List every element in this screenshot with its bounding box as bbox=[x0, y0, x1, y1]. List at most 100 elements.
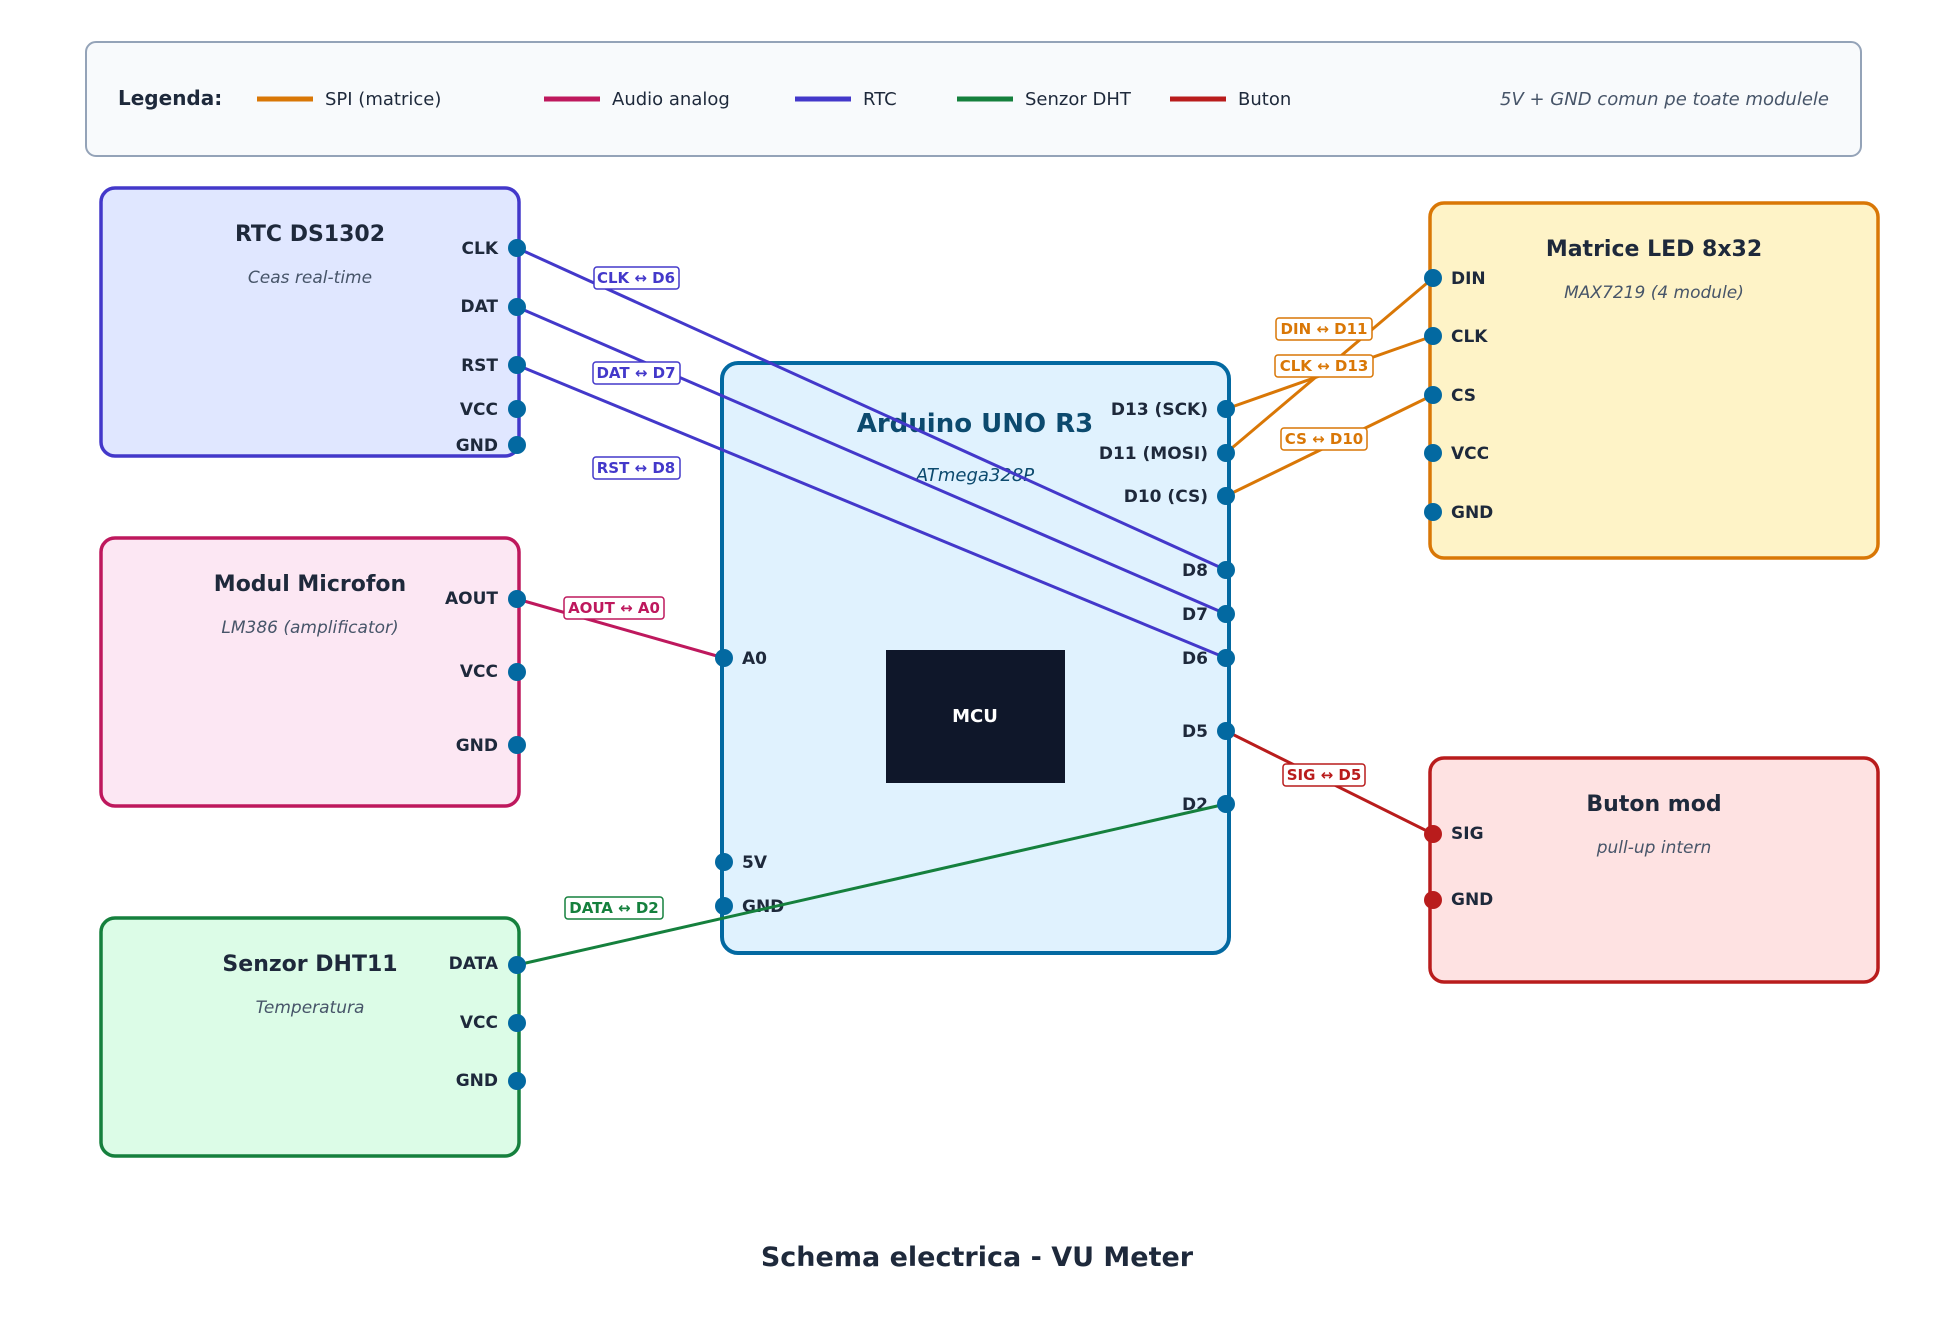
arduino-pin-5v-label: 5V bbox=[742, 853, 768, 873]
rtc-pin-vcc[interactable] bbox=[508, 400, 526, 418]
arduino-pin-d8[interactable] bbox=[1217, 561, 1235, 579]
button-pin-gnd[interactable] bbox=[1424, 891, 1442, 909]
mic-pin-vcc-label: VCC bbox=[460, 662, 498, 682]
dht-module-box bbox=[99, 916, 521, 1158]
wire-label-rst-d8: RST ↔ D8 bbox=[597, 459, 676, 477]
wire-label-aout-a0: AOUT ↔ A0 bbox=[568, 599, 660, 617]
wire-label-dat-d7-box bbox=[592, 361, 681, 385]
button-module-subtitle: pull-up intern bbox=[1596, 838, 1712, 858]
mic-pin-aout[interactable] bbox=[508, 590, 526, 608]
arduino-pin-d10-label: D10 (CS) bbox=[1124, 487, 1208, 507]
rtc-pin-dat[interactable] bbox=[508, 298, 526, 316]
arduino-pin-d2[interactable] bbox=[1217, 795, 1235, 813]
button-module-box bbox=[1428, 756, 1880, 984]
arduino-pin-d10[interactable] bbox=[1217, 487, 1235, 505]
dht-pin-data[interactable] bbox=[508, 956, 526, 974]
arduino-pin-d11[interactable] bbox=[1217, 444, 1235, 462]
arduino-pin-d7[interactable] bbox=[1217, 605, 1235, 623]
dht-pin-data-label: DATA bbox=[449, 954, 499, 974]
legend-note: 5V + GND comun pe toate modulele bbox=[1500, 89, 1829, 110]
mic-pin-vcc[interactable] bbox=[508, 663, 526, 681]
button-module: Buton mod pull-up intern SIG GND bbox=[1428, 756, 1880, 984]
mic-pin-aout-label: AOUT bbox=[445, 589, 498, 609]
arduino-pin-d5[interactable] bbox=[1217, 722, 1235, 740]
wire-label-sig-d5: SIG ↔ D5 bbox=[1287, 766, 1362, 784]
led-matrix-box bbox=[1428, 201, 1880, 560]
arduino-title: Arduino UNO R3 bbox=[857, 409, 1094, 439]
matrix-pin-vcc-label: VCC bbox=[1451, 444, 1489, 464]
arduino-pin-d7-label: D7 bbox=[1182, 605, 1208, 625]
arduino-pin-d6[interactable] bbox=[1217, 649, 1235, 667]
wire-label-sig-d5-box bbox=[1282, 763, 1366, 787]
arduino-pin-d11-label: D11 (MOSI) bbox=[1099, 444, 1208, 464]
mic-module-subtitle: LM386 (amplificator) bbox=[221, 618, 398, 638]
arduino-board: Arduino UNO R3 ATmega328P MCU D13 (SCK) … bbox=[720, 361, 1231, 955]
legend-label-spi: SPI (matrice) bbox=[325, 89, 441, 110]
led-matrix-module: Matrice LED 8x32 MAX7219 (4 module) DIN … bbox=[1428, 201, 1880, 560]
dht-pin-gnd[interactable] bbox=[508, 1072, 526, 1090]
rtc-pin-rst-label: RST bbox=[461, 356, 498, 376]
diagram-title: Schema electrica - VU Meter bbox=[761, 1242, 1194, 1273]
button-module-title: Buton mod bbox=[1586, 792, 1721, 817]
wires bbox=[516, 246, 1434, 967]
wire-label-dat-d7: DAT ↔ D7 bbox=[596, 364, 675, 382]
wire-label-aout-a0-box bbox=[563, 596, 665, 620]
wire-clk-d8 bbox=[516, 246, 1227, 572]
wire-label-clk-d13-box bbox=[1274, 354, 1374, 378]
led-matrix-title: Matrice LED 8x32 bbox=[1546, 237, 1762, 262]
button-pin-sig[interactable] bbox=[1424, 825, 1442, 843]
mic-pin-gnd-label: GND bbox=[456, 736, 498, 756]
matrix-pin-clk-label: CLK bbox=[1451, 327, 1488, 347]
rtc-pin-dat-label: DAT bbox=[460, 297, 498, 317]
mic-pin-gnd[interactable] bbox=[508, 736, 526, 754]
rtc-module: RTC DS1302 Ceas real-time CLK DAT RST VC… bbox=[99, 186, 521, 458]
wire-aout-a0 bbox=[516, 597, 725, 660]
matrix-pin-cs[interactable] bbox=[1424, 386, 1442, 404]
legend-label-button: Buton bbox=[1238, 89, 1291, 110]
dht-pin-gnd-label: GND bbox=[456, 1071, 498, 1091]
mcu-chip-label: MCU bbox=[952, 706, 998, 727]
rtc-pin-clk[interactable] bbox=[508, 239, 526, 257]
matrix-pin-vcc[interactable] bbox=[1424, 444, 1442, 462]
wire-labels: CLK ↔ D6 DAT ↔ D7 RST ↔ D8 AOUT ↔ A0 DAT… bbox=[563, 266, 1374, 920]
wire-rst-d6 bbox=[516, 363, 1227, 660]
rtc-pin-rst[interactable] bbox=[508, 356, 526, 374]
matrix-pin-cs-label: CS bbox=[1451, 386, 1476, 406]
arduino-pin-d13-label: D13 (SCK) bbox=[1111, 400, 1208, 420]
legend: Legenda: SPI (matrice) Audio analog RTC … bbox=[85, 41, 1862, 157]
wire-label-data-d2-box bbox=[564, 896, 664, 920]
arduino-pin-d5-label: D5 bbox=[1182, 722, 1208, 742]
dht-module-title: Senzor DHT11 bbox=[222, 952, 397, 977]
mic-module-title: Modul Microfon bbox=[214, 572, 406, 597]
led-matrix-subtitle: MAX7219 (4 module) bbox=[1564, 283, 1744, 303]
matrix-pin-clk[interactable] bbox=[1424, 327, 1442, 345]
dht-module: Senzor DHT11 Temperatura DATA VCC GND bbox=[99, 916, 521, 1158]
button-pin-gnd-label: GND bbox=[1451, 890, 1493, 910]
wire-label-din-d11: DIN ↔ D11 bbox=[1281, 320, 1368, 338]
rtc-pin-gnd[interactable] bbox=[508, 436, 526, 454]
matrix-pin-gnd[interactable] bbox=[1424, 503, 1442, 521]
wire-label-clk-d13: CLK ↔ D13 bbox=[1280, 357, 1369, 375]
button-pin-sig-label: SIG bbox=[1451, 824, 1484, 844]
matrix-pin-din-label: DIN bbox=[1451, 269, 1486, 289]
arduino-pin-d13[interactable] bbox=[1217, 400, 1235, 418]
wire-data-d2 bbox=[516, 802, 1227, 967]
legend-heading: Legenda: bbox=[118, 86, 222, 110]
dht-pin-vcc-label: VCC bbox=[460, 1013, 498, 1033]
arduino-pin-d8-label: D8 bbox=[1182, 561, 1208, 581]
dht-pin-vcc[interactable] bbox=[508, 1014, 526, 1032]
rtc-pin-gnd-label: GND bbox=[456, 436, 498, 456]
rtc-module-box bbox=[99, 186, 521, 458]
rtc-pin-vcc-label: VCC bbox=[460, 400, 498, 420]
arduino-pin-a0[interactable] bbox=[715, 649, 733, 667]
matrix-pin-din[interactable] bbox=[1424, 269, 1442, 287]
wire-label-data-d2: DATA ↔ D2 bbox=[569, 899, 658, 917]
pin-dots bbox=[508, 239, 1442, 1090]
arduino-pin-a0-label: A0 bbox=[742, 649, 767, 669]
wire-label-clk-d6: CLK ↔ D6 bbox=[597, 269, 675, 287]
wire-label-din-d11-box bbox=[1275, 317, 1373, 341]
rtc-module-subtitle: Ceas real-time bbox=[248, 268, 372, 288]
arduino-pin-gnd[interactable] bbox=[715, 897, 733, 915]
arduino-pin-5v[interactable] bbox=[715, 853, 733, 871]
